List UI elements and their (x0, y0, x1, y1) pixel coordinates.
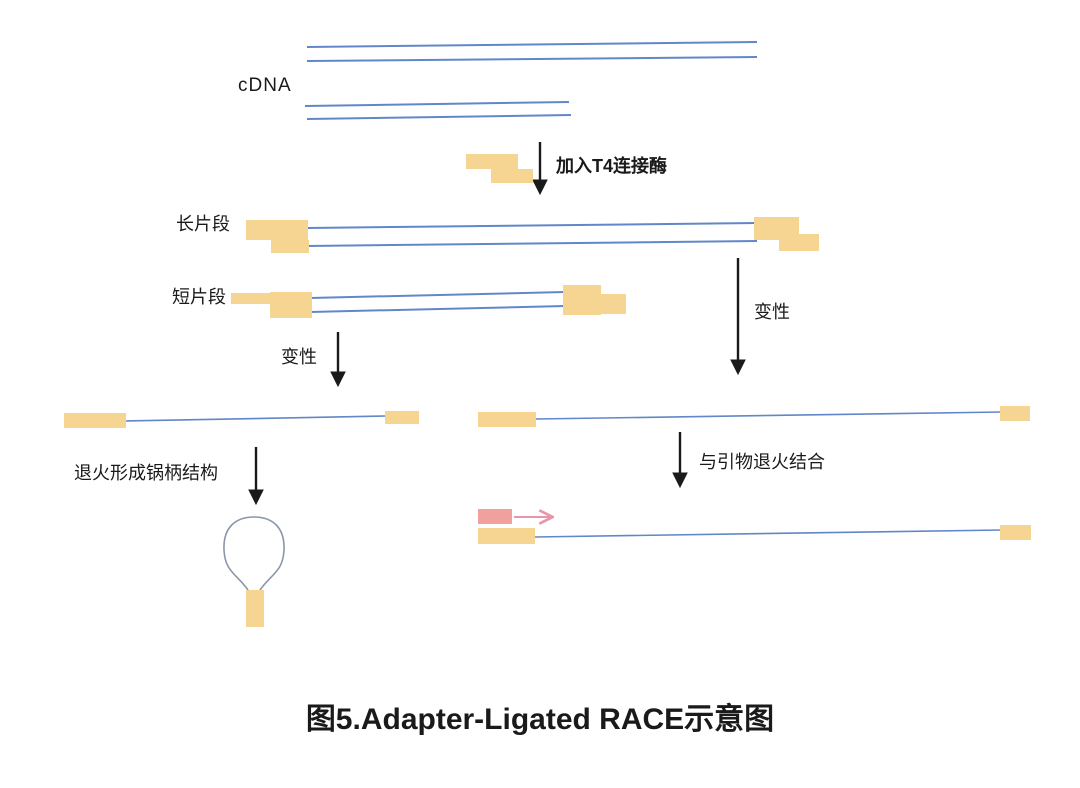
short-fragment-label: 短片段 (172, 287, 226, 307)
long-fragment-strand-line (305, 240, 758, 247)
short-right-adapter-tab-rect (600, 294, 626, 314)
long-right-adapter-bottom-rect (779, 234, 819, 251)
cdna-strand-line (306, 56, 758, 62)
figure-title: 图5.Adapter-Ligated RACE示意图 (305, 703, 775, 736)
ss-left-strand-right-adapter-rect (385, 411, 419, 424)
long-left-adapter-bottom-rect (271, 240, 309, 253)
short-fragment-strand-line (309, 305, 566, 313)
panhandle-label: 退火形成锅柄结构 (74, 463, 218, 483)
panhandle-loop (223, 516, 285, 591)
long-fragment-label: 长片段 (176, 214, 230, 234)
free-adapter-bottom-rect (491, 169, 533, 183)
primer-strand-right-adapter-rect (1000, 525, 1031, 540)
cdna-label: cDNA (238, 75, 292, 96)
long-left-adapter-top-rect (246, 220, 308, 240)
ss-right-strand-right-adapter-rect (1000, 406, 1030, 421)
short-fragment-strand-line (309, 291, 566, 299)
single-strand-line (535, 411, 1003, 420)
cdna-strand-line (306, 41, 758, 48)
t4-ligase-label: 加入T4连接酶 (556, 156, 668, 176)
short-right-adapter-main-rect (563, 285, 601, 315)
ss-right-strand-left-adapter-rect (478, 412, 536, 427)
denature-right-label: 变性 (754, 302, 790, 322)
ss-left-strand-left-adapter-rect (64, 413, 126, 428)
long-fragment-strand-line (305, 222, 758, 229)
primer-template-strand-line (534, 529, 1003, 538)
short-left-adapter-tab-rect (231, 293, 273, 304)
short-left-adapter-main-rect (270, 292, 312, 318)
single-strand-line (125, 415, 387, 422)
cdna-strand-line (304, 101, 570, 107)
free-adapter-top-rect (466, 154, 518, 169)
panhandle-stem-adapter-rect (246, 590, 264, 627)
primer-strand-left-adapter-rect (478, 528, 535, 544)
primer-rect (478, 509, 512, 524)
cdna-strand-line (306, 114, 572, 120)
primer-anneal-label: 与引物退火结合 (699, 452, 825, 472)
denature-left-label: 变性 (281, 347, 317, 367)
